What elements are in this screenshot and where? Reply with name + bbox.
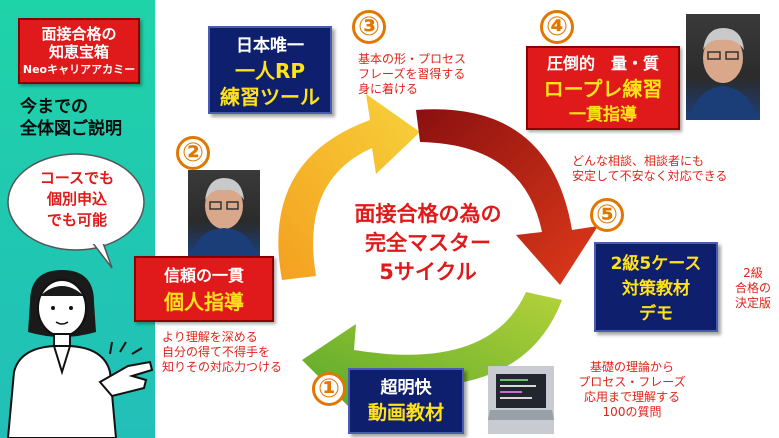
step-5-note: 2級 合格の 決定版 bbox=[728, 266, 778, 311]
step-4-box: 圧倒的 量・質 ロープレ練習 一貫指導 bbox=[526, 46, 680, 130]
step-5-note-line: 決定版 bbox=[734, 296, 771, 310]
step-3-note-line: 身に着ける bbox=[358, 82, 419, 96]
instructor-photo bbox=[686, 14, 760, 120]
step-3-line: 一人RP bbox=[234, 59, 306, 83]
bubble-line: 個別申込 bbox=[46, 190, 107, 208]
step-3-number: ③ bbox=[352, 10, 386, 44]
step-2-line: 個人指導 bbox=[164, 290, 244, 314]
bubble-line: コースでも bbox=[39, 169, 115, 187]
bubble-text: コースでも 個別申込 でも可能 bbox=[22, 168, 132, 231]
center-title-line: 完全マスター bbox=[365, 231, 491, 255]
step-1-line: 動画教材 bbox=[367, 402, 444, 424]
sidebar-title-box: 面接合格の 知恵宝箱 Neoキャリアアカミー bbox=[18, 18, 140, 84]
step-5-line: デモ bbox=[639, 304, 673, 324]
center-title: 面接合格の為の 完全マスター 5サイクル bbox=[338, 200, 518, 287]
bubble-line: でも可能 bbox=[46, 211, 107, 229]
step-5-number: ⑤ bbox=[590, 198, 624, 232]
step-1-note-line: 基礎の理論から bbox=[589, 360, 674, 374]
step-5-line: 2級5ケース bbox=[610, 254, 702, 274]
step-3-note-line: フレーズを習得する bbox=[358, 67, 466, 81]
step-1-number: ① bbox=[312, 372, 346, 406]
overview-line: 今までの bbox=[20, 97, 88, 117]
step-3-note: 基本の形・プロセス フレーズを習得する 身に着ける bbox=[358, 52, 508, 97]
step-1-line: 超明快 bbox=[380, 378, 432, 398]
step-4-line: 圧倒的 量・質 bbox=[546, 54, 659, 73]
sidebar-title-line: 知恵宝箱 bbox=[48, 43, 109, 61]
step-3-line: 練習ツール bbox=[220, 85, 320, 109]
step-2-box: 信頼の一貫 個人指導 bbox=[134, 256, 274, 322]
step-2-note-line: より理解を深める bbox=[162, 330, 258, 344]
step-1-note-line: 応用まで理解する bbox=[583, 390, 680, 404]
step-1-note: 基礎の理論から プロセス・フレーズ 応用まで理解する 100の質問 bbox=[562, 360, 702, 420]
laptop-photo bbox=[488, 366, 554, 434]
step-2-line: 信頼の一貫 bbox=[163, 266, 244, 285]
step-5-box: 2級5ケース 対策教材 デモ bbox=[594, 242, 718, 332]
step-4-line: ロープレ練習 bbox=[543, 77, 663, 101]
step-1-box: 超明快 動画教材 bbox=[348, 368, 464, 434]
step-4-note-line: 安定して不安なく対応できる bbox=[572, 169, 728, 183]
step-4-line: 一貫指導 bbox=[569, 105, 637, 125]
step-3-note-line: 基本の形・プロセス bbox=[358, 52, 467, 66]
step-1-note-line: 100の質問 bbox=[602, 405, 662, 419]
step-4-note-line: どんな相談、相談者にも bbox=[572, 154, 705, 168]
sidebar-title-line: Neoキャリアアカミー bbox=[22, 63, 136, 76]
step-5-line: 対策教材 bbox=[622, 279, 690, 299]
step-2-number: ② bbox=[176, 136, 210, 170]
step-3-line: 日本唯一 bbox=[236, 36, 304, 56]
step-2-note-line: 自分の得て不得手を bbox=[162, 345, 271, 359]
step-3-box: 日本唯一 一人RP 練習ツール bbox=[208, 26, 332, 114]
step-5-note-line: 2級 bbox=[743, 266, 763, 280]
woman-pointing-illustration bbox=[6, 270, 154, 438]
center-title-line: 面接合格の為の bbox=[354, 202, 502, 226]
instructor-photo bbox=[188, 170, 260, 256]
step-2-note-line: 知りその対応力つける bbox=[162, 360, 283, 374]
speech-bubble bbox=[7, 153, 145, 269]
step-5-note-line: 合格の bbox=[734, 281, 771, 295]
step-2-note: より理解を深める 自分の得て不得手を 知りその対応力つける bbox=[162, 330, 332, 375]
step-1-note-line: プロセス・フレーズ bbox=[578, 375, 686, 389]
overview-text: 今までの 全体図ご説明 bbox=[20, 96, 150, 140]
overview-line: 全体図ご説明 bbox=[20, 119, 122, 139]
step-4-note: どんな相談、相談者にも 安定して不安なく対応できる bbox=[572, 154, 772, 184]
step-4-number: ④ bbox=[540, 10, 574, 44]
center-title-line: 5サイクル bbox=[379, 260, 477, 284]
sidebar-title-line: 面接合格の bbox=[41, 25, 117, 43]
